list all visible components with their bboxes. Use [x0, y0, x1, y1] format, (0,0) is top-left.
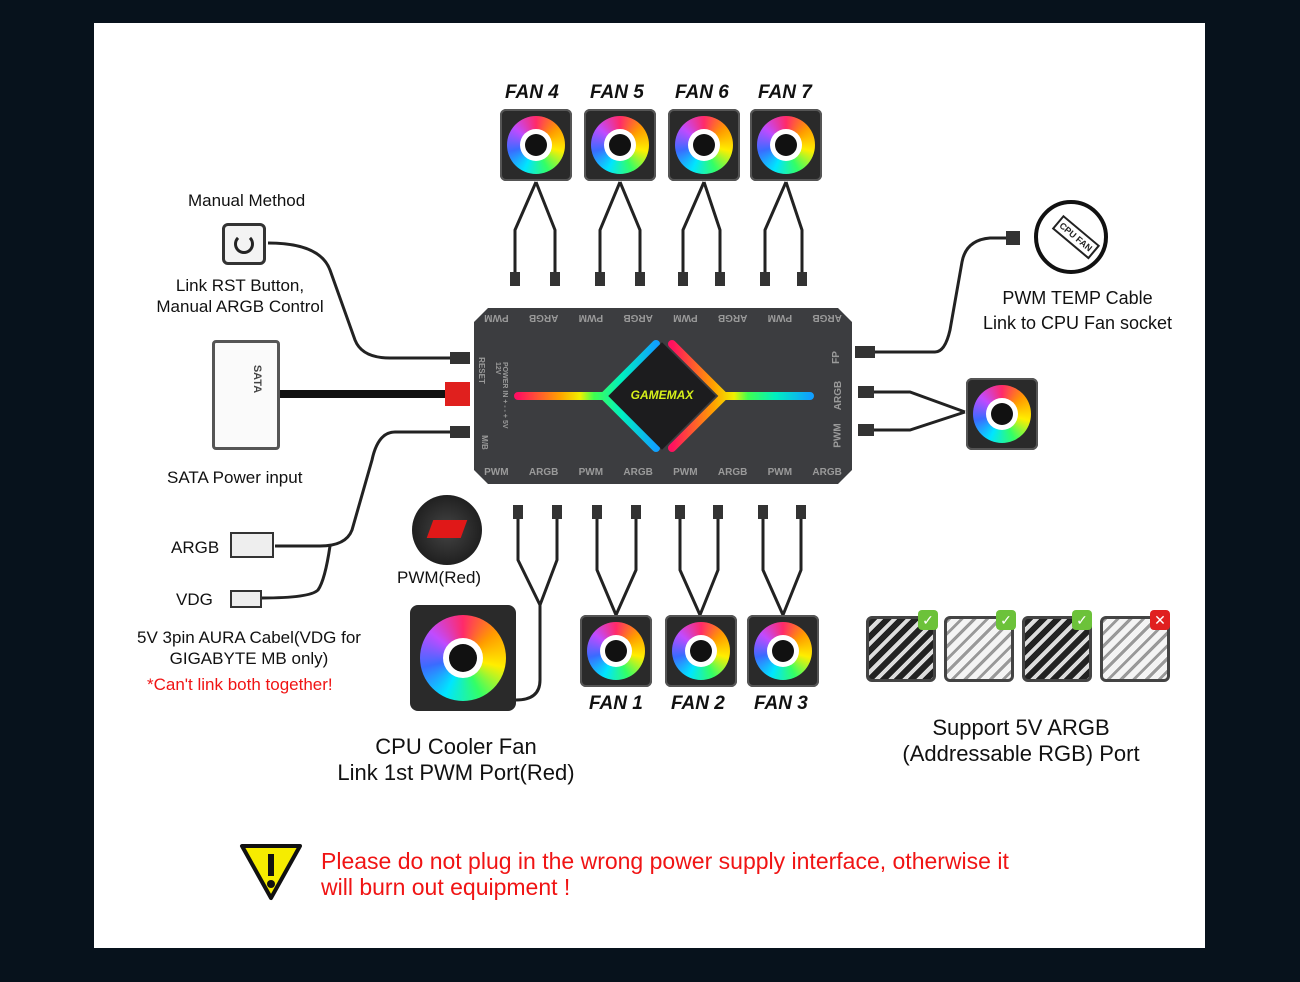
board-icon [1100, 616, 1170, 682]
check-icon: ✓ [918, 610, 938, 630]
vdg-label: VDG [176, 590, 213, 609]
pwm-temp-label: PWM TEMP Cable Link to CPU Fan socket [982, 288, 1173, 333]
hub-bottom-ports: PWM ARGB PWM ARGB PWM ARGB PWM ARGB [484, 467, 842, 478]
sata-connector-icon: SATA [212, 340, 280, 450]
rgb-light-bar [514, 340, 814, 452]
extra-fan-icon [966, 378, 1038, 450]
cpu-fan-socket-icon: CPU FAN [1034, 200, 1108, 274]
warning-message: Please do not plug in the wrong power su… [321, 848, 1009, 900]
fan-1-icon [580, 615, 652, 687]
check-icon: ✓ [1072, 610, 1092, 630]
fan-7-label: FAN 7 [758, 82, 812, 103]
fan-7-icon [750, 109, 822, 181]
check-icon: ✓ [996, 610, 1016, 630]
argb-hub: ARGB PWM ARGB PWM ARGB PWM ARGB PWM PWM … [474, 308, 852, 484]
aura-note: *Can't link both together! [147, 675, 333, 694]
cpu-cooler-fan-icon [410, 605, 516, 711]
cross-icon: ✕ [1150, 610, 1170, 630]
pwm-red-label: PWM(Red) [397, 568, 482, 587]
argb-label: ARGB [171, 538, 220, 557]
sata-label: SATA Power input [167, 468, 303, 487]
fan-5-label: FAN 5 [590, 82, 644, 103]
fan-6-icon [668, 109, 740, 181]
manual-method-title: Manual Method [188, 191, 306, 210]
support-label: Support 5V ARGB (Addressable RGB) Port [902, 715, 1140, 766]
warning-icon [240, 844, 302, 900]
gamemax-logo: GAMEMAX [630, 388, 694, 402]
cpu-cooler-label: CPU Cooler Fan Link 1st PWM Port(Red) [337, 734, 575, 785]
fan-4-label: FAN 4 [505, 82, 559, 103]
manual-desc: Link RST Button, Manual ARGB Control [156, 276, 324, 316]
fan-2-icon [665, 615, 737, 687]
fan-3-icon [747, 615, 819, 687]
fan-3-label: FAN 3 [754, 693, 808, 714]
aura-desc: 5V 3pin AURA Cabel(VDG for GIGABYTE MB o… [137, 628, 361, 668]
fan-6-label: FAN 6 [675, 82, 729, 103]
fan-2-label: FAN 2 [671, 693, 725, 714]
pwm-red-connector-icon [412, 495, 482, 565]
argb-connector-icon [230, 532, 274, 558]
reset-button-icon [222, 223, 266, 265]
fan-4-icon [500, 109, 572, 181]
fan-5-icon [584, 109, 656, 181]
vdg-connector-icon [230, 590, 262, 608]
fan-1-label: FAN 1 [589, 693, 643, 714]
